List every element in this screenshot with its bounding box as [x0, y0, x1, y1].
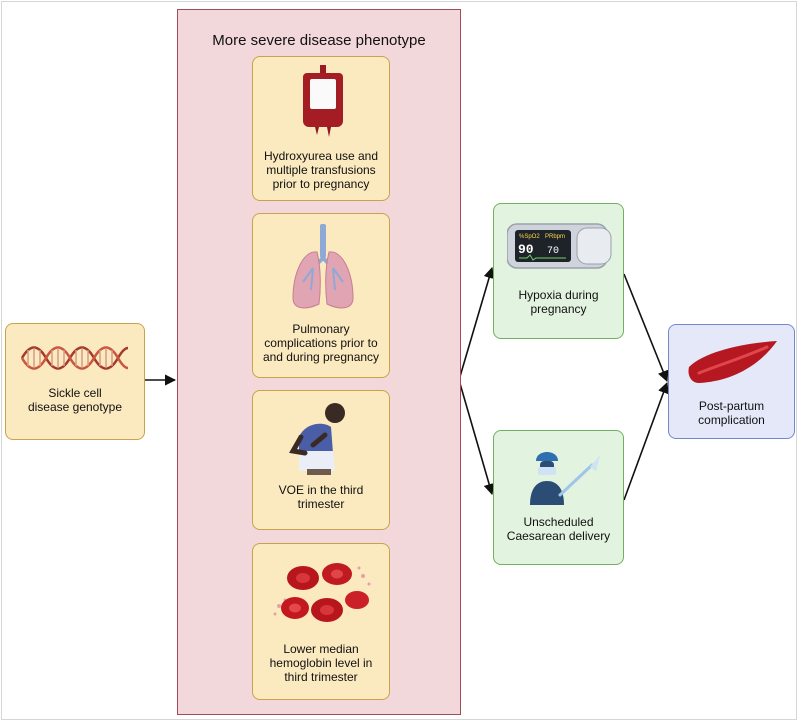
- caesarean-box: Unscheduled Caesarean delivery: [493, 430, 624, 565]
- person-in-pain-icon: [289, 403, 345, 475]
- spo2-caption: %SpO2: [519, 234, 540, 240]
- arrow-hypoxia-to-outcome: [623, 273, 669, 383]
- genotype-box: Sickle cell disease genotype: [5, 323, 145, 440]
- arrow-caesarean-to-outcome: [623, 381, 669, 501]
- spo2-value: 90: [518, 242, 534, 257]
- phenotype-item-hydroxyurea: Hydroxyurea use and multiple transfusion…: [252, 56, 390, 201]
- caesarean-label: Unscheduled Caesarean delivery: [506, 515, 611, 543]
- hemoglobin-label: Lower median hemoglobin level in third t…: [269, 642, 373, 684]
- pulse-oximeter-icon: %SpO2 PRbpm 90 70: [507, 223, 612, 269]
- pulmonary-label: Pulmonary complications prior to and dur…: [262, 322, 380, 364]
- voe-label: VOE in the third trimester: [278, 483, 364, 511]
- blood-bag-icon: [303, 65, 343, 137]
- surgeon-with-scalpel-icon: [530, 452, 600, 505]
- arrow-phenotype-to-caesarean: [458, 379, 495, 496]
- phenotype-item-voe: VOE in the third trimester: [252, 390, 390, 530]
- outcome-label: Post-partum complication: [698, 399, 765, 427]
- phenotype-panel: More severe disease phenotype Hydroxyure…: [177, 9, 461, 715]
- red-blood-cells-icon: [273, 563, 371, 622]
- phenotype-title: More severe disease phenotype: [212, 32, 426, 49]
- hypoxia-box: %SpO2 PRbpm 90 70 Hypoxia during pregnan…: [493, 203, 624, 339]
- pr-caption: PRbpm: [545, 234, 565, 240]
- outcome-box: Post-partum complication: [668, 324, 795, 439]
- pr-value: 70: [547, 246, 559, 257]
- dna-helix-icon: [20, 346, 129, 370]
- lungs-icon: [292, 224, 354, 309]
- arrow-phenotype-to-hypoxia: [458, 266, 495, 381]
- phenotype-item-pulmonary: Pulmonary complications prior to and dur…: [252, 213, 390, 378]
- hydroxyurea-label: Hydroxyurea use and multiple transfusion…: [263, 149, 379, 191]
- sickle-cell-icon: [688, 341, 777, 383]
- phenotype-item-hemoglobin: Lower median hemoglobin level in third t…: [252, 543, 390, 700]
- hypoxia-label: Hypoxia during pregnancy: [518, 288, 599, 316]
- genotype-label: Sickle cell disease genotype: [27, 386, 123, 414]
